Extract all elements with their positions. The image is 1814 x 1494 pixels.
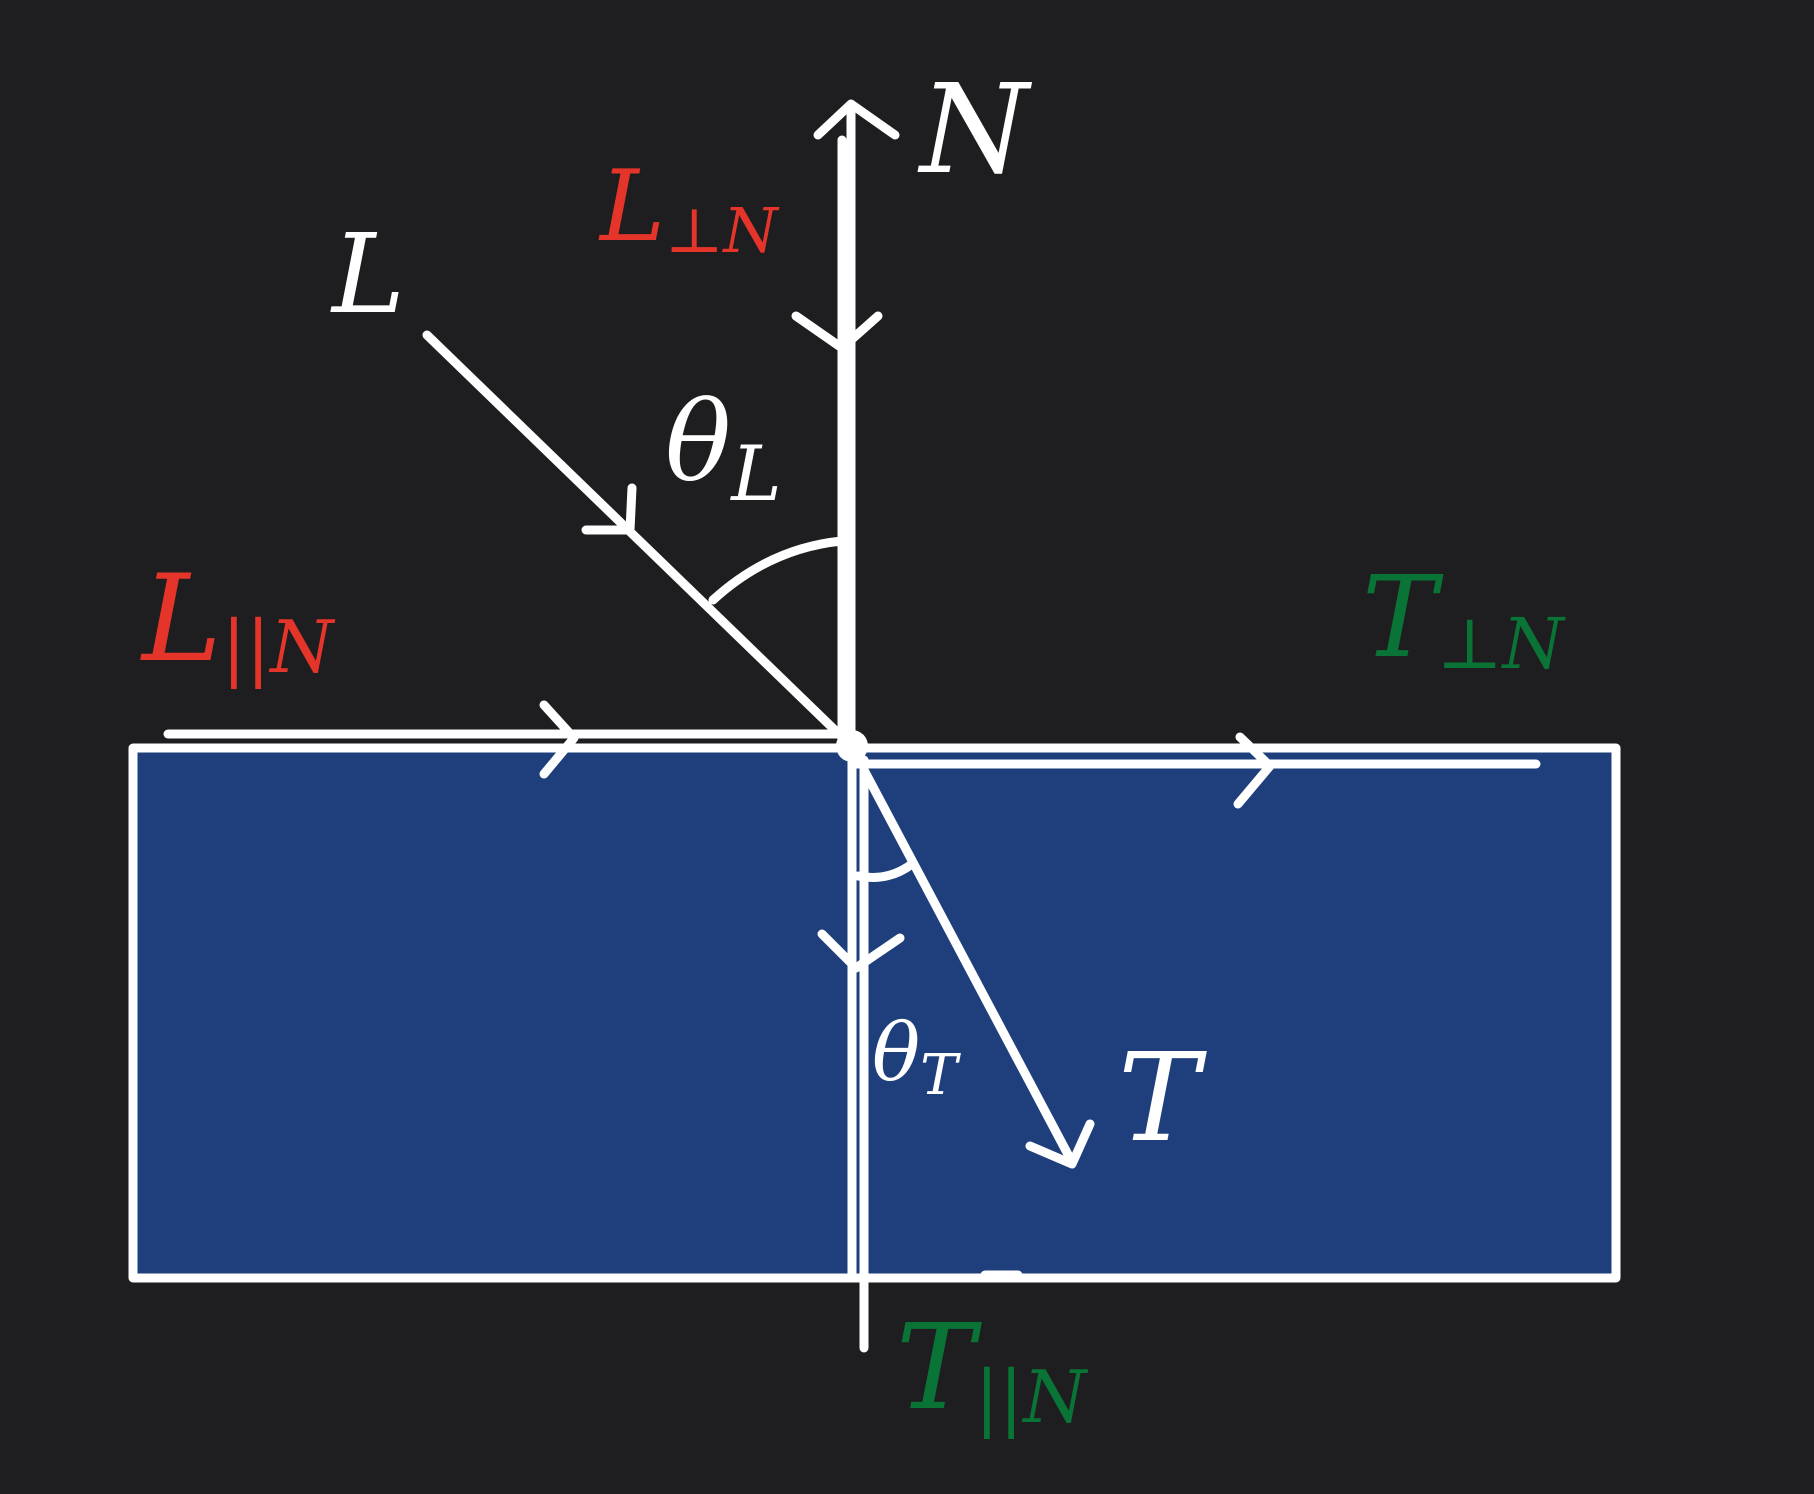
incident-label: L — [330, 210, 405, 338]
incident-par-label: L||N — [140, 550, 336, 689]
theta-transmitted-arc — [853, 859, 917, 882]
transmitted-perp-label: T⊥N — [1362, 553, 1567, 685]
normal-label: N — [917, 58, 1033, 202]
incident-perp-label: L⊥N — [598, 150, 780, 267]
theta-incident-arc — [708, 536, 847, 605]
medium-outline — [128, 743, 1621, 1283]
incident-par-arrowhead — [539, 700, 579, 779]
transmitted-par-arrowhead — [817, 929, 905, 973]
incident-ray-arrowhead — [581, 483, 637, 535]
interface-point — [836, 730, 868, 762]
transmitted-par-label: T||N — [896, 1298, 1089, 1439]
transmitted-ray — [859, 765, 1077, 1167]
transmitted-perp-arrowhead — [1233, 732, 1275, 809]
transmitted-ray-arrowhead — [1025, 1119, 1095, 1169]
theta-transmitted-label: θT — [872, 1006, 961, 1108]
medium-block — [133, 748, 1616, 1278]
transmitted-label: T — [1118, 1027, 1207, 1169]
normal-arrowhead — [813, 99, 900, 140]
incident-perp-arrowhead — [791, 311, 883, 353]
theta-incident-label: θL — [665, 378, 782, 518]
incident-ray — [422, 330, 847, 742]
